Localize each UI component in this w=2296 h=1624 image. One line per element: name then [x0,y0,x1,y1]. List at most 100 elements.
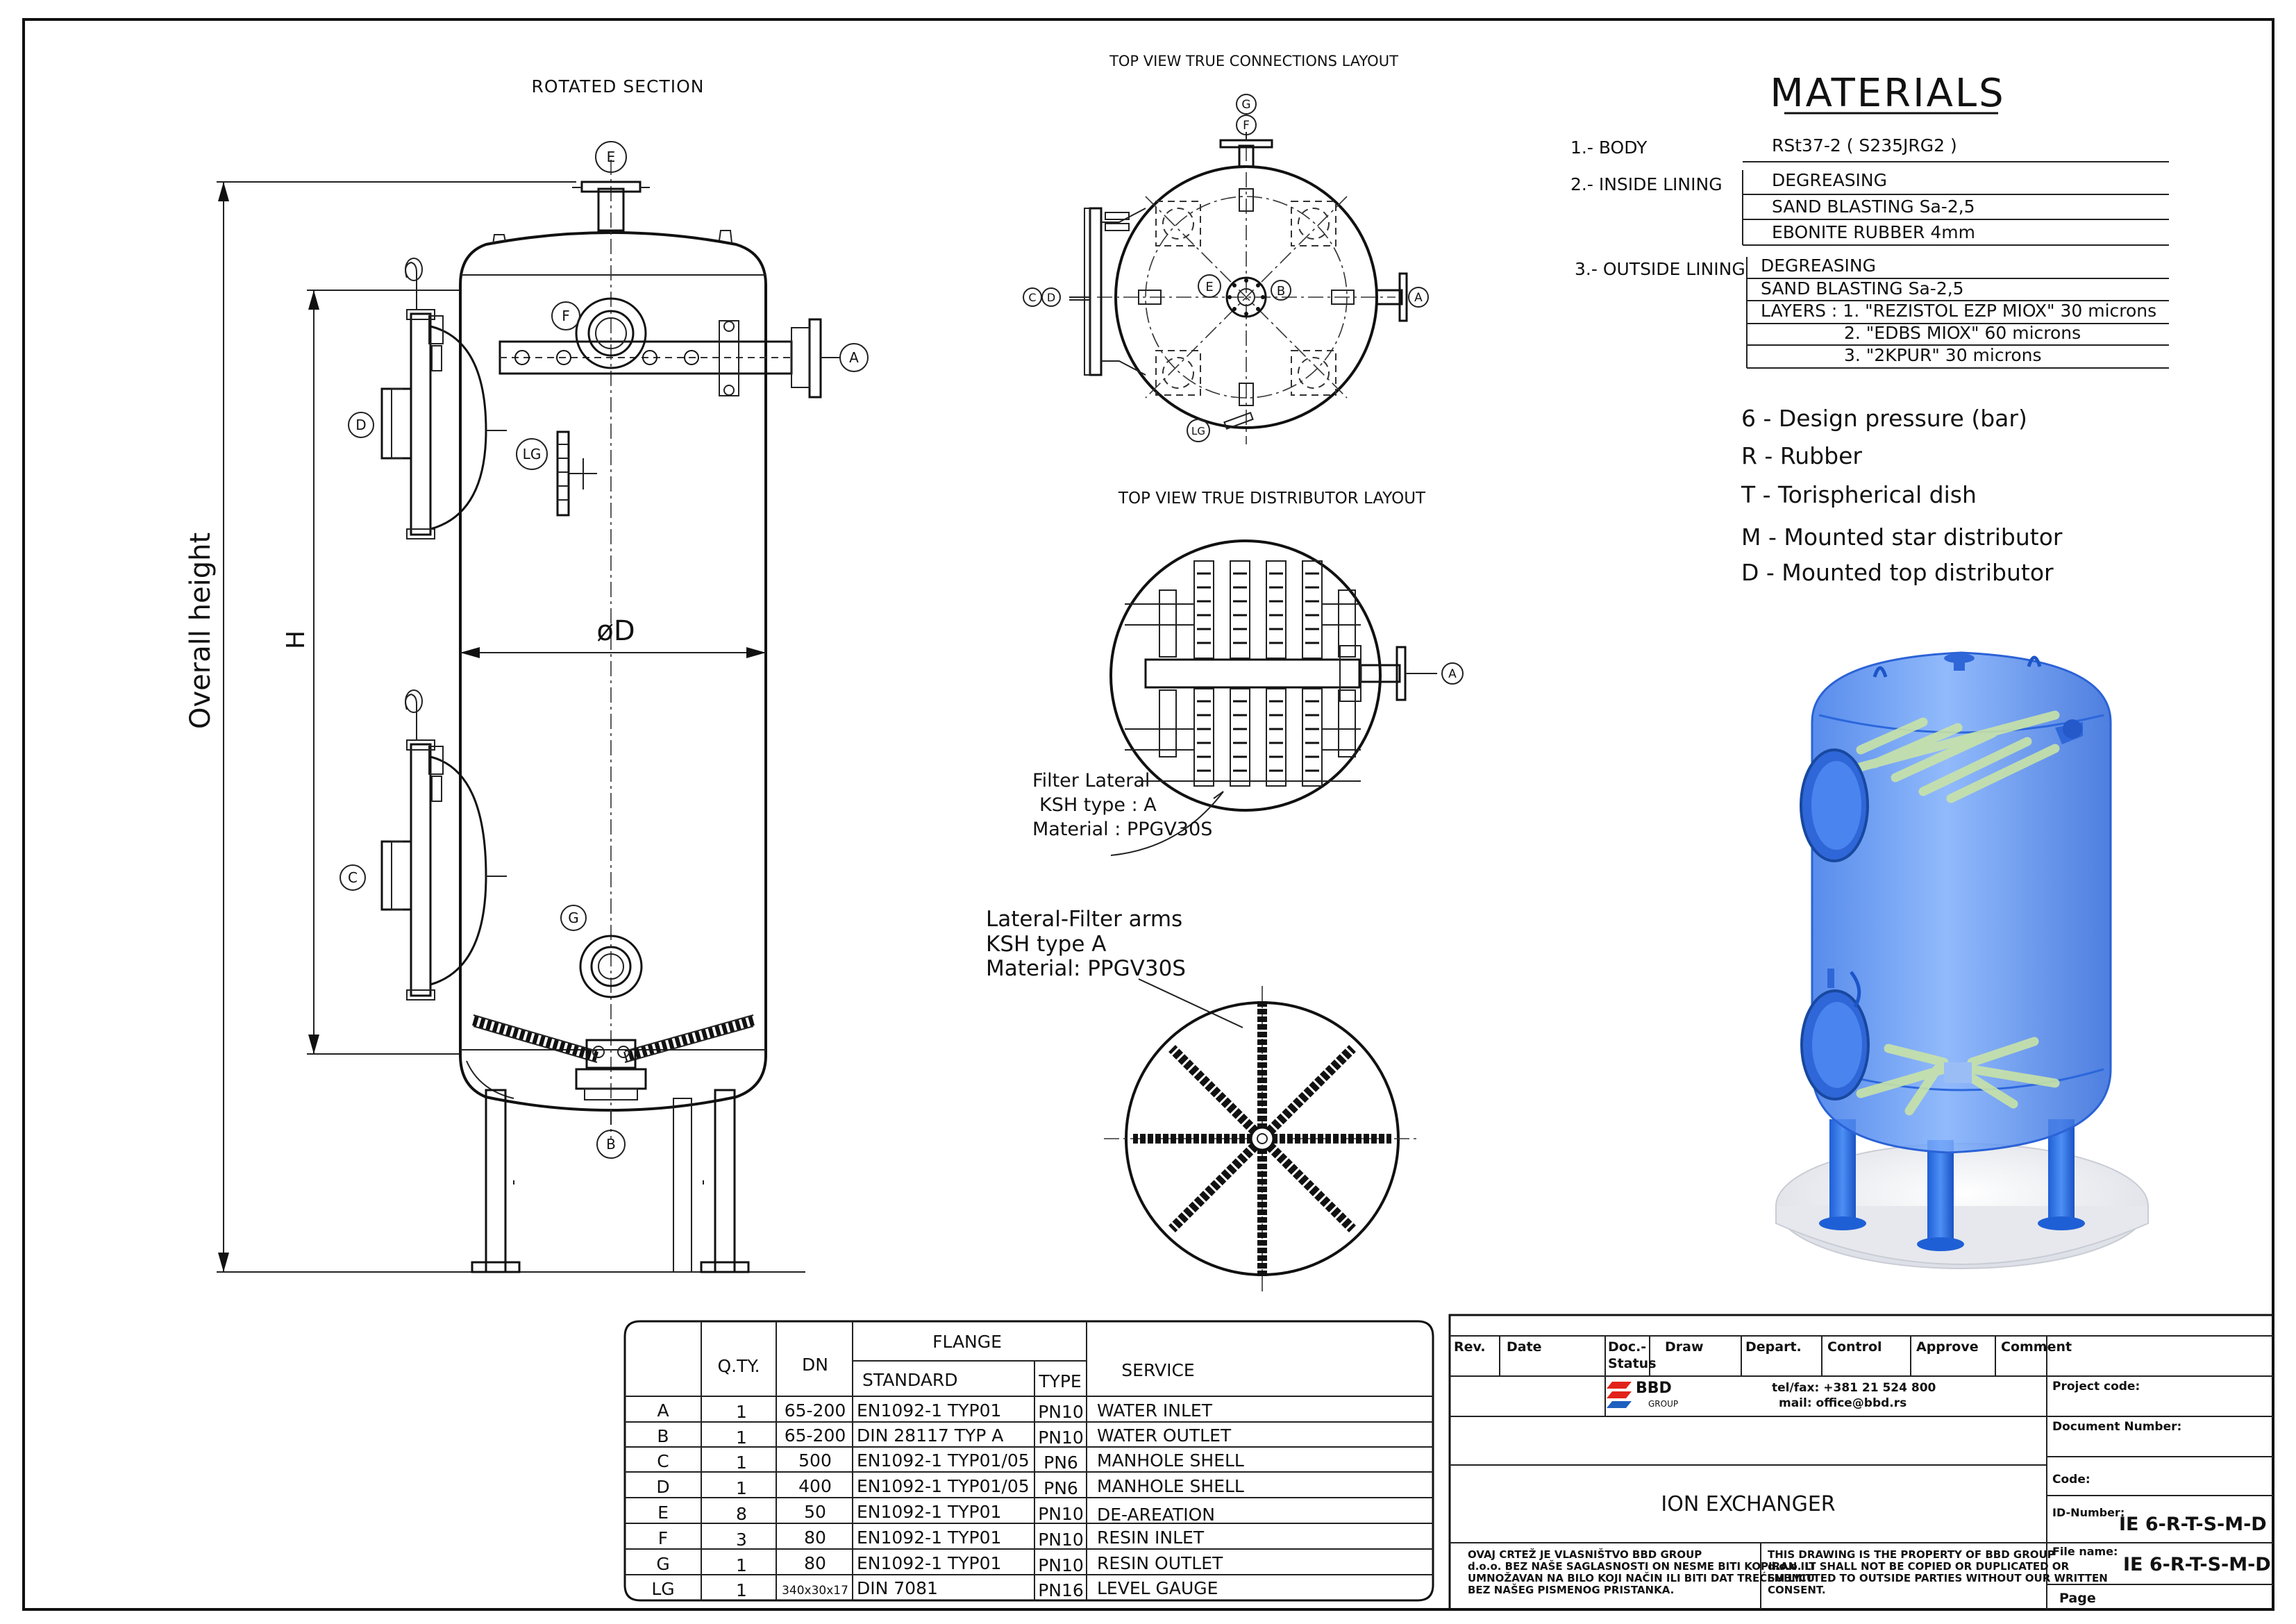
tb-code: Code: [2052,1473,2090,1487]
svg-text:LEVEL GAUGE: LEVEL GAUGE [1097,1578,1218,1598]
svg-text:LG: LG [651,1579,674,1599]
svg-text:MANHOLE SHELL: MANHOLE SHELL [1097,1450,1244,1471]
marker-b-top: B [1277,284,1285,299]
top-view-distributor: TOP VIEW TRUE DISTRIBUTOR LAYOUT A [1032,489,1464,856]
lateral-arms-note-line3: Material: PPGV30S [986,956,1186,981]
filter-lateral-note-line1: Filter Lateral [1032,770,1150,792]
svg-text:DE-AREATION: DE-AREATION [1097,1505,1215,1525]
materials-inside-1: DEGREASING [1772,170,1887,190]
tb-document-number: Document Number: [2052,1420,2181,1434]
svg-text:500: 500 [798,1450,832,1471]
svg-text:EN1092-1 TYP01/05: EN1092-1 TYP01/05 [857,1450,1030,1471]
filter-lateral-note-line2: KSH type : A [1039,794,1157,816]
company-logo: BBD GROUP [1607,1380,1678,1409]
tb-doc-status-1: Doc.- [1608,1339,1646,1355]
notice-en-1: THIS DRAWING IS THE PROPERTY OF BBD GROU… [1768,1548,2055,1561]
marker-a-top: A [1414,291,1423,305]
drawing-title: ION EXCHANGER [1661,1492,1835,1516]
svg-text:65-200: 65-200 [785,1400,846,1421]
svg-text:80: 80 [804,1553,826,1573]
svg-text:PN10: PN10 [1038,1504,1084,1524]
tb-date: Date [1507,1339,1542,1355]
marker-g-section: G [568,910,579,926]
svg-text:1: 1 [736,1478,747,1498]
nozzle-table: Q.TY. DN FLANGE STANDARD TYPE SERVICE A … [623,1320,1434,1602]
col-type: TYPE [1038,1371,1081,1391]
svg-text:80: 80 [804,1527,826,1548]
marker-f-section: F [562,308,570,324]
svg-text:C: C [657,1451,669,1471]
svg-text:1: 1 [736,1402,747,1422]
tb-project-code: Project code: [2052,1380,2140,1393]
marker-c-section: C [348,869,358,886]
svg-text:EN1092-1 TYP01: EN1092-1 TYP01 [857,1502,1001,1522]
table-row: LG 1 340x30x17 DIN 7081 PN16 LEVEL GAUGE [651,1578,1218,1600]
rotated-section-view: ROTATED SECTION Overall height H øD [185,76,869,1273]
materials-outside-5: 3. "2KPUR" 30 microns [1844,345,2042,365]
marker-e-top: E [1205,280,1213,294]
marker-f-top: F [1243,119,1250,133]
col-service: SERVICE [1121,1360,1194,1380]
notice-local-1: OVAJ CRTEŽ JE VLASNIŠTVO BBD GROUP [1468,1548,1702,1561]
table-row: F 3 80 EN1092-1 TYP01 PN10 RESIN INLET [658,1527,1205,1550]
legend-line-5: D - Mounted top distributor [1741,559,2054,586]
marker-g-top: G [1241,98,1250,112]
materials-body-value: RSt37-2 ( S235JRG2 ) [1772,135,1957,156]
tb-file-name-label: File name: [2052,1545,2118,1558]
table-row: B 1 65-200 DIN 28117 TYP A PN10 WATER OU… [657,1425,1231,1448]
materials-outside-3: LAYERS : 1. "REZISTOL EZP MIOX" 30 micro… [1761,301,2156,321]
materials-outside-label: 3.- OUTSIDE LINING [1575,259,1745,279]
col-flange: FLANGE [932,1332,1002,1352]
svg-text:1: 1 [736,1453,747,1473]
tb-mail: mail: office@bbd.rs [1779,1396,1907,1410]
svg-text:400: 400 [798,1476,832,1496]
materials-outside-4: 2. "EDBS MIOX" 60 microns [1844,323,2081,343]
svg-text:DIN 7081: DIN 7081 [857,1578,938,1598]
col-dn: DN [802,1355,828,1375]
marker-d-top: D [1047,291,1055,304]
marker-lg-top: LG [1191,425,1205,437]
materials-block: MATERIALS 1.- BODY RSt37-2 ( S235JRG2 ) … [1570,71,2169,369]
svg-text:PN6: PN6 [1044,1453,1078,1473]
svg-text:3: 3 [736,1530,747,1550]
materials-inside-3: EBONITE RUBBER 4mm [1772,222,1975,242]
view-title-rotated-section: ROTATED SECTION [532,76,705,97]
materials-body-label: 1.- BODY [1570,137,1648,158]
table-row: D 1 400 EN1092-1 TYP01/05 PN6 MANHOLE SH… [656,1476,1244,1498]
code-legend: 6 - Design pressure (bar) R - Rubber T -… [1741,405,2063,586]
view-title-top-connections: TOP VIEW TRUE CONNECTIONS LAYOUT [1109,53,1398,69]
svg-text:1: 1 [736,1580,747,1600]
legend-line-3: T - Torispherical dish [1741,481,1977,508]
marker-b-section: B [606,1136,616,1153]
notice-local-2: d.o.o. BEZ NAŠE SAGLASNOSTI ON NESME BIT… [1468,1559,1815,1573]
tb-file-name-value: IE 6-R-T-S-M-D [2123,1554,2271,1575]
svg-text:PN10: PN10 [1038,1402,1084,1422]
h-dimension-label: H [282,630,310,649]
tb-page: Page [2059,1591,2096,1606]
svg-text:F: F [658,1528,668,1548]
tb-draw: Draw [1665,1339,1704,1355]
tb-comment: Comment [2001,1339,2072,1355]
svg-text:PN10: PN10 [1038,1530,1084,1550]
diameter-label: øD [596,615,635,647]
distributor-laterals [1125,560,1361,787]
marker-a-distributor: A [1448,667,1457,681]
svg-text:340x30x17: 340x30x17 [782,1584,848,1598]
tb-approve: Approve [1916,1339,1979,1355]
svg-text:RESIN OUTLET: RESIN OUTLET [1097,1553,1223,1573]
title-block: Rev. Date Doc.- Status Draw Depart. Cont… [1448,1314,2274,1611]
lateral-arms-note-line1: Lateral-Filter arms [986,907,1182,932]
materials-inside-2: SAND BLASTING Sa-2,5 [1772,196,1975,217]
svg-text:DIN 28117 TYP A: DIN 28117 TYP A [857,1425,1003,1446]
marker-d-section: D [355,417,366,433]
tb-id-number-label: ID-Number: [2052,1506,2125,1519]
svg-text:EN1092-1 TYP01: EN1092-1 TYP01 [857,1527,1001,1548]
tb-control: Control [1827,1339,1882,1355]
overall-height-label: Overall height [185,533,217,729]
legend-line-1: 6 - Design pressure (bar) [1741,405,2027,432]
table-row: E 8 50 EN1092-1 TYP01 PN10 DE-AREATION [657,1502,1215,1525]
svg-text:MANHOLE SHELL: MANHOLE SHELL [1097,1476,1244,1496]
filter-lateral-note-line3: Material : PPGV30S [1032,819,1212,840]
svg-text:8: 8 [736,1504,747,1524]
table-row: G 1 80 EN1092-1 TYP01 PN10 RESIN OUTLET [656,1553,1223,1575]
